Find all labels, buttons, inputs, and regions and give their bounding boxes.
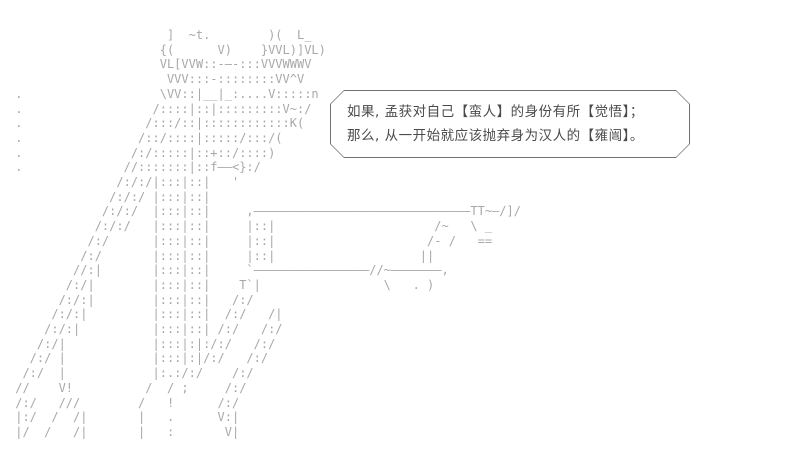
- dialogue-line: 那么, 从一开始就应该抛弃身为汉人的【雍闿】。: [347, 128, 644, 144]
- dialogue-line: 如果, 孟获对自己【蛮人】的身份有所【觉悟】；: [347, 103, 644, 120]
- speech-bubble: 如果, 孟获对自己【蛮人】的身份有所【觉悟】； 那么, 从一开始就应该抛弃身为汉…: [330, 90, 690, 158]
- speech-bubble-inner: 如果, 孟获对自己【蛮人】的身份有所【觉悟】； 那么, 从一开始就应该抛弃身为汉…: [331, 91, 689, 157]
- ascii-art: ] ~t. )( L_ {( V) }VVL)]VL) VL[VVW::-—-:…: [15, 28, 521, 439]
